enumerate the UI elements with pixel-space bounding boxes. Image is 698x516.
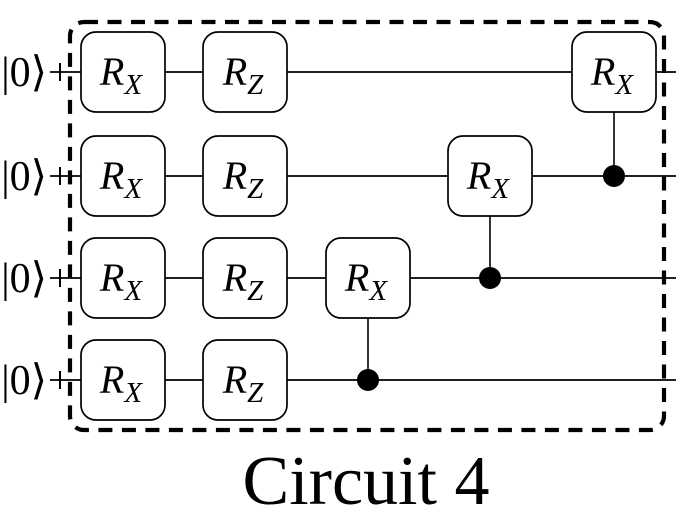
control-dot-q1 [603, 165, 625, 187]
gate-box-RX-q2-c0 [80, 237, 166, 319]
gate-subscript: X [123, 173, 143, 205]
gate-subscript: X [614, 69, 634, 101]
gate-box-RZ-q3-c1 [202, 339, 288, 421]
control-dot-q3 [357, 369, 379, 391]
ansatz-boundary-dashed-box [67, 19, 667, 433]
gate-label-RX-q2-c2: RX [344, 255, 388, 307]
gate-box-RX-q2-c2 [325, 237, 411, 319]
gate-box-RZ-q0-c1 [202, 31, 288, 113]
gate-subscript: X [368, 275, 388, 307]
gate-subscript: Z [247, 377, 264, 409]
gate-subscript: X [123, 69, 143, 101]
gate-box-RZ-q2-c1 [202, 237, 288, 319]
gate-subscript: Z [247, 275, 264, 307]
gate-box-RX-q1-c3 [447, 135, 533, 217]
gate-subscript: X [123, 377, 143, 409]
gate-subscript: Z [247, 69, 264, 101]
qubit-label-3: |0⟩ [1, 358, 47, 404]
control-dot-q2 [479, 267, 501, 289]
gate-box-RX-q0-c0 [80, 31, 166, 113]
gate-label-RZ-q1-c1: RZ [222, 153, 264, 205]
figure-caption: Circuit 4 [243, 443, 490, 516]
gate-box-RX-q3-c0 [80, 339, 166, 421]
qubit-label-1: |0⟩ [1, 154, 47, 200]
gate-box-RZ-q1-c1 [202, 135, 288, 217]
gate-subscript: X [123, 275, 143, 307]
gate-label-RX-q3-c0: RX [99, 357, 143, 409]
gate-subscript: Z [247, 173, 264, 205]
gate-label-RX-q0-c4: RX [590, 49, 634, 101]
gate-subscript: X [490, 173, 510, 205]
gate-box-RX-q1-c0 [80, 135, 166, 217]
qubit-label-2: |0⟩ [1, 256, 47, 302]
gate-box-RX-q0-c4 [571, 31, 657, 113]
qubit-label-0: |0⟩ [1, 50, 47, 96]
